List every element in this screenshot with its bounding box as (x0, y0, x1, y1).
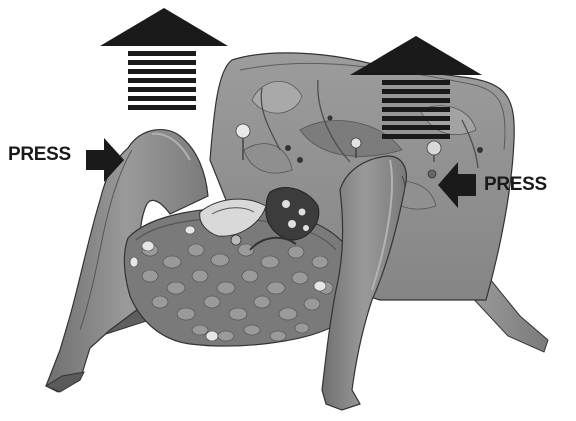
press-label-left: PRESS (8, 144, 71, 165)
seat-pad (123, 207, 348, 347)
foot-left (44, 371, 85, 393)
left-arrow-icon (438, 162, 476, 208)
right-arrow-icon (86, 138, 124, 182)
press-label-right: PRESS (484, 174, 547, 195)
toy-bar (199, 187, 320, 251)
front-leg-right (321, 155, 437, 411)
striped-up-arrow-right (350, 36, 482, 139)
striped-up-arrow-left (100, 8, 228, 110)
